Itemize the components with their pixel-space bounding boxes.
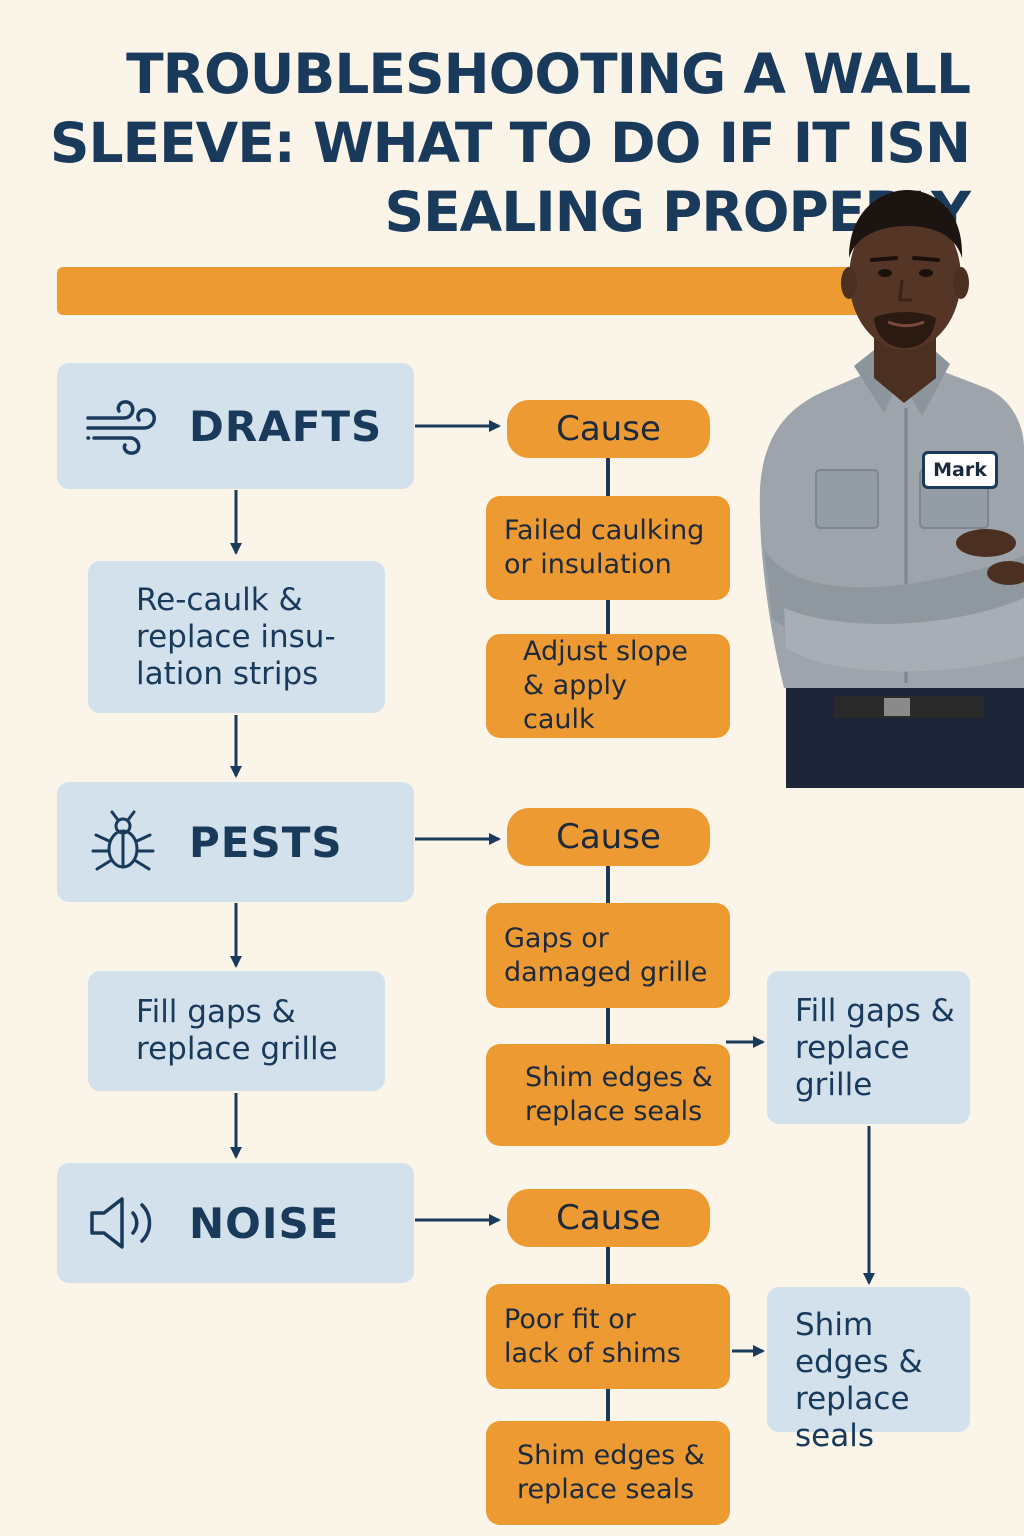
fix-box-pests: Fill gaps & replace grille <box>88 971 385 1091</box>
solution-box-drafts: Adjust slope & apply caulk <box>486 634 730 738</box>
fix-text: Re-caulk & replace insu- lation strips <box>136 581 336 692</box>
side-fix-noise: Shim edges & replace seals <box>767 1287 970 1454</box>
cause-text: Failed caulking or insulation <box>504 515 705 580</box>
cause-label-pests: Cause <box>507 808 710 866</box>
side-fix-pests: Fill gaps & replace grille <box>767 971 970 1124</box>
solution-text: Shim edges & replace seals <box>517 1440 705 1505</box>
fix-box-drafts: Re-caulk & replace insu- lation strips <box>88 561 385 713</box>
cause-label-drafts: Cause <box>507 400 710 458</box>
issue-label: DRAFTS <box>189 401 383 451</box>
issue-pests: PESTS <box>57 782 414 902</box>
issue-drafts: DRAFTS <box>57 363 414 489</box>
solution-box-pests: Shim edges & replace seals <box>486 1044 730 1146</box>
solution-text: Adjust slope & apply caulk <box>523 636 688 735</box>
side-fix-text: Shim edges & replace seals <box>795 1307 923 1454</box>
name-badge: Mark <box>922 451 998 489</box>
issue-noise: NOISE <box>57 1163 414 1283</box>
wind-icon <box>83 391 163 461</box>
bug-icon <box>83 807 163 877</box>
title-underline-bar <box>57 267 887 315</box>
solution-box-noise: Shim edges & replace seals <box>486 1421 730 1525</box>
solution-text: Shim edges & replace seals <box>525 1062 713 1127</box>
side-fix-text: Fill gaps & replace grille <box>795 993 955 1103</box>
issue-label: PESTS <box>189 817 343 867</box>
cause-text: Gaps or damaged grille <box>504 922 708 988</box>
cause-box-drafts: Failed caulking or insulation <box>486 496 730 600</box>
cause-text: Poor fit or lack of shims <box>504 1303 681 1369</box>
technician-photo: Mark <box>724 188 1024 788</box>
issue-label: NOISE <box>189 1198 340 1248</box>
cause-label-noise: Cause <box>507 1189 710 1247</box>
speaker-icon <box>83 1188 163 1258</box>
cause-box-noise: Poor fit or lack of shims <box>486 1284 730 1389</box>
fix-text: Fill gaps & replace grille <box>136 994 338 1067</box>
cause-box-pests: Gaps or damaged grille <box>486 903 730 1008</box>
